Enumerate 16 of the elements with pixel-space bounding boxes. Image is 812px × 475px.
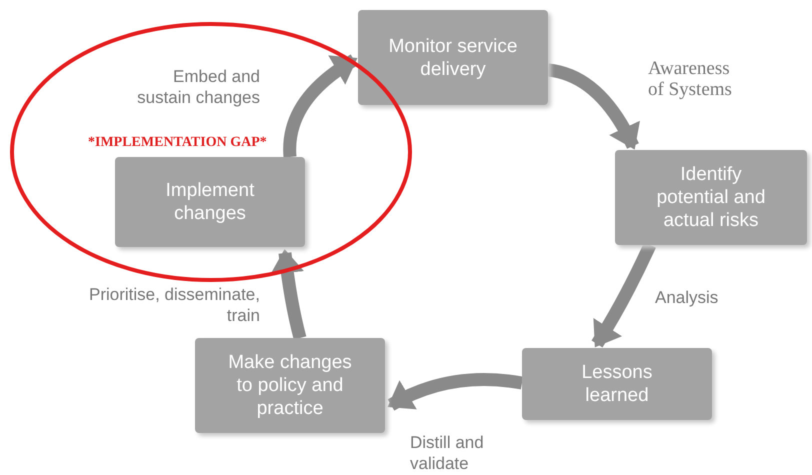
process-box: Identify potential and actual risks: [615, 150, 807, 245]
process-box: Lessons learned: [522, 348, 712, 420]
edge-label: Awareness of Systems: [648, 58, 733, 100]
process-box: Monitor service delivery: [358, 10, 548, 105]
curved-arrow: [270, 249, 306, 340]
curved-arrow: [388, 373, 523, 411]
curved-arrow: [283, 54, 358, 158]
gap-label: *IMPLEMENTATION GAP*: [88, 135, 267, 151]
process-box: Implement changes: [115, 157, 305, 247]
edge-label: Prioritise, disseminate, train: [88, 284, 260, 326]
curved-arrow: [592, 242, 656, 348]
process-box: Make changes to policy and practice: [195, 338, 385, 433]
curved-arrow: [547, 64, 640, 150]
edge-label: Analysis: [655, 287, 720, 308]
edge-label: Distill and validate: [410, 432, 485, 474]
edge-label: Embed and sustain changes: [136, 66, 260, 108]
